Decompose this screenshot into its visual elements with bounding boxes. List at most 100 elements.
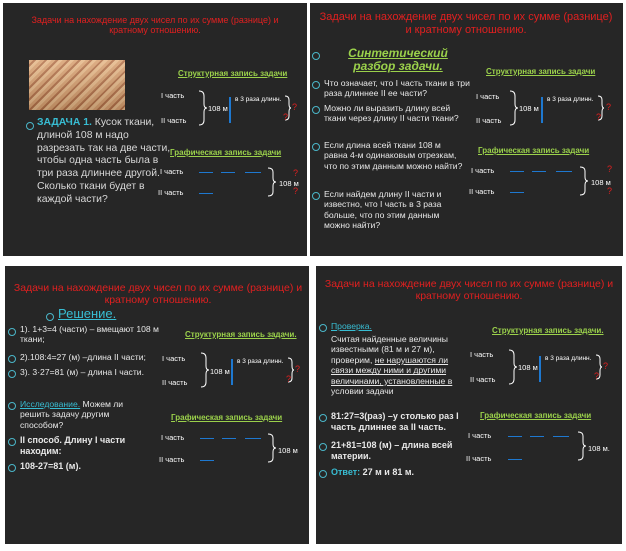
segment xyxy=(530,436,544,437)
segment xyxy=(200,460,214,461)
graph-title: Графическая запись задачи xyxy=(170,148,282,157)
bullet-icon xyxy=(312,192,320,200)
section-heading: Решение. xyxy=(58,306,117,321)
brace xyxy=(287,357,295,383)
part1-bar xyxy=(541,97,543,123)
part2-label: II часть xyxy=(476,116,502,125)
task-body: Кусок ткани, длиной 108 м надо разрезать… xyxy=(37,117,171,205)
bullet-icon xyxy=(312,143,320,151)
brace xyxy=(200,352,210,388)
bullet-icon xyxy=(312,81,320,89)
check-label: Проверка. xyxy=(331,321,372,331)
question-mark: ? xyxy=(603,361,609,371)
bullet-icon xyxy=(8,355,16,363)
check-line: 81:27=3(раз) –у столько раз I часть длин… xyxy=(331,411,459,432)
length-label: 108 м xyxy=(518,363,538,372)
slide-title: Задачи на нахождение двух чисел по их су… xyxy=(31,15,279,36)
times-label: в 3 раза длинн. xyxy=(237,358,284,365)
research-question: Можем ли решить задачу другим способом? xyxy=(20,399,124,430)
brace xyxy=(579,166,589,196)
segment xyxy=(199,172,213,173)
bullet-icon xyxy=(8,402,16,410)
section-heading: Синтетический разбор задачи. xyxy=(348,46,448,74)
question-mark: ? xyxy=(286,374,292,384)
check-text-end: условии задачи xyxy=(331,386,394,397)
solution-step: 3). 3·27=81 (м) – длина I части. xyxy=(20,367,144,377)
segment xyxy=(200,438,214,439)
segment xyxy=(510,171,524,172)
slide-4[interactable]: Задачи на нахождение двух чисел по их су… xyxy=(316,266,622,544)
length-label: 108 м xyxy=(519,104,539,113)
segment xyxy=(508,459,522,460)
solution-step: 1). 1+3=4 (части) – вмещают 108 м ткани; xyxy=(20,324,159,345)
segment xyxy=(199,193,213,194)
slide-title: Задачи на нахождение двух чисел по их су… xyxy=(13,282,303,307)
slide-title: Задачи на нахождение двух чисел по их су… xyxy=(324,278,614,303)
part1-label: I часть xyxy=(471,166,495,175)
check-line: 21+81=108 (м) – длина всей материи. xyxy=(331,440,453,461)
part1-label: I часть xyxy=(470,350,494,359)
research-text: Исследование. Можем ли решить задачу дру… xyxy=(20,399,140,430)
slide-1[interactable]: Задачи на нахождение двух чисел по их су… xyxy=(3,3,307,256)
part1-label: I часть xyxy=(468,431,492,440)
part2-label: II часть xyxy=(466,454,492,463)
graph-title: Графическая запись задачи xyxy=(480,411,592,420)
bullet-icon xyxy=(319,470,327,478)
part1-label: I часть xyxy=(160,167,184,176)
part1-label: I часть xyxy=(161,91,185,100)
question-mark: ? xyxy=(607,164,613,174)
segment xyxy=(221,172,235,173)
times-label: в 3 раза длинн. xyxy=(547,96,594,103)
question-mark: ? xyxy=(293,168,299,178)
solution-step: 2).108:4=27 (м) –длина II части; xyxy=(20,352,146,362)
bullet-icon xyxy=(46,313,54,321)
bullet-icon xyxy=(8,438,16,446)
check-text: Считая найденные величины известными (81… xyxy=(331,334,471,397)
slide-2[interactable]: Задачи на нахождение двух чисел по их су… xyxy=(310,3,623,256)
part2-label: II часть xyxy=(162,378,188,387)
question-mark: ? xyxy=(293,186,299,196)
slide-3[interactable]: Задачи на нахождение двух чисел по их су… xyxy=(5,266,309,544)
struct-title: Структурная запись задачи xyxy=(178,69,288,78)
brace xyxy=(597,95,605,121)
question-mark: ? xyxy=(283,112,289,122)
bullet-icon xyxy=(8,464,16,472)
length-label: 108 м xyxy=(278,446,298,455)
bullet-icon xyxy=(319,324,327,332)
part2-label: II часть xyxy=(159,455,185,464)
segment xyxy=(532,171,546,172)
question-item: Что означает, что I часть ткани в три ра… xyxy=(324,78,470,99)
check-text-start: Считая найденные величины известными (81… xyxy=(331,334,448,365)
length-label: 108 м. xyxy=(588,444,610,453)
answer-text: 27 м и 81 м. xyxy=(360,467,414,477)
length-label: 108 м xyxy=(210,367,230,376)
question-item: Можно ли выразить длину всей ткани через… xyxy=(324,103,459,124)
struct-title: Структурная запись задачи. xyxy=(185,330,297,339)
segment xyxy=(245,438,261,439)
question-mark: ? xyxy=(594,371,600,381)
brace xyxy=(509,90,519,126)
bullet-icon xyxy=(312,106,320,114)
bullet-icon xyxy=(319,414,327,422)
brace xyxy=(595,354,603,380)
question-mark: ? xyxy=(295,364,301,374)
research-label: Исследование. xyxy=(20,399,81,409)
graph-title: Графическая запись задачи xyxy=(171,413,283,422)
graph-title: Графическая запись задачи xyxy=(478,146,590,155)
segment xyxy=(245,172,261,173)
segment xyxy=(508,436,522,437)
question-item: Если найдем длину II части и известно, ч… xyxy=(324,189,442,231)
answer-label: Ответ: xyxy=(331,467,361,477)
brace xyxy=(284,95,292,121)
segment xyxy=(510,192,524,193)
slide-title: Задачи на нахождение двух чисел по их су… xyxy=(319,11,613,36)
length-label: 108 м xyxy=(208,104,228,113)
fabric-image xyxy=(29,60,125,110)
brace xyxy=(267,433,277,463)
bullet-icon xyxy=(319,443,327,451)
question-mark: ? xyxy=(606,102,612,112)
struct-title: Структурная запись задачи xyxy=(486,67,596,76)
part1-label: I часть xyxy=(161,433,185,442)
times-label: в 3 раза длинн. xyxy=(545,355,592,362)
part1-bar xyxy=(229,97,231,123)
